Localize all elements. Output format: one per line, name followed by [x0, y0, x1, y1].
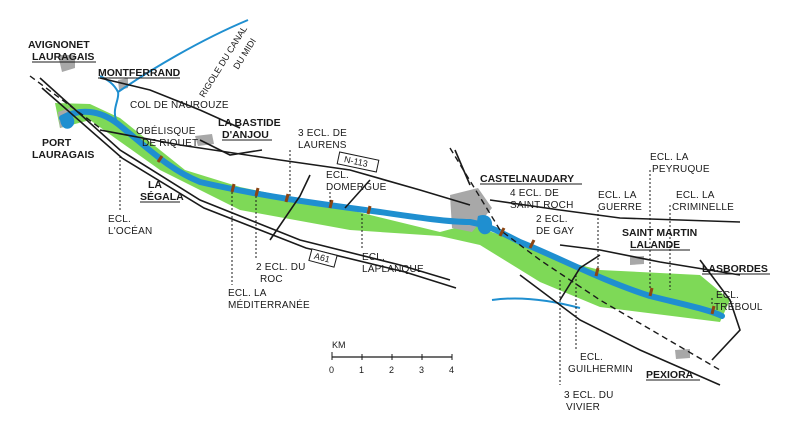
scale-tick-2: 2	[389, 365, 394, 375]
label-pexiora: PEXIORA	[646, 369, 694, 381]
road-local-3	[559, 254, 601, 301]
road-local-2	[344, 179, 371, 209]
label-lauragais: LAURAGAIS	[32, 51, 94, 63]
label-criminelle-1: ECL. LA	[676, 190, 715, 201]
autoroute-a61-b	[41, 87, 457, 289]
label-criminelle-2: CRIMINELLE	[672, 202, 734, 213]
side-stream	[491, 297, 581, 309]
road-label-a61: A61	[308, 248, 338, 268]
label-laurens-2: LAURENS	[298, 140, 347, 151]
urban-avignonet	[58, 55, 75, 72]
road-label-n113: N-113	[336, 151, 380, 173]
label-med-1: ECL. LA	[228, 288, 267, 299]
label-guerre-1: ECL. LA	[598, 190, 637, 201]
lock-domergue	[328, 199, 334, 209]
label-vivier-2: VIVIER	[566, 402, 600, 413]
railway-west	[29, 75, 101, 129]
label-montferrand: MONTFERRAND	[98, 67, 181, 79]
road-east-1	[489, 199, 741, 223]
castelnaudary-basin	[477, 214, 493, 235]
autoroute-a61	[39, 77, 451, 281]
label-domergue-2: DOMERGUE	[326, 182, 387, 193]
label-lasbordes: LASBORDES	[702, 263, 768, 275]
label-laplanque-1: ECL.	[362, 252, 385, 263]
lock-laplanque	[366, 205, 372, 215]
roads	[39, 77, 741, 386]
label-ocean-2: L'OCÉAN	[108, 224, 152, 237]
urban-bastide	[195, 134, 214, 146]
label-laurens-1: 3 ECL. DE	[298, 128, 347, 139]
label-gay-2: DE GAY	[536, 226, 574, 237]
svg-text:A61: A61	[313, 251, 331, 265]
lock-treboul	[710, 305, 716, 315]
urban-pexiora	[675, 349, 690, 359]
label-saint-martin-1: SAINT MARTIN	[622, 227, 697, 239]
label-saint-martin-2: LALANDE	[630, 239, 680, 251]
scale-tick-0: 0	[329, 365, 334, 375]
lock-markers	[156, 155, 716, 315]
scale-tick-4: 4	[449, 365, 454, 375]
scale-tick-1: 1	[359, 365, 364, 375]
svg-text:N-113: N-113	[343, 154, 368, 169]
label-peyruque-1: ECL. LA	[650, 152, 689, 163]
road-local-1	[269, 174, 311, 241]
lock-saint-roch	[498, 227, 506, 237]
road-n113	[99, 129, 471, 206]
scale-tick-3: 3	[419, 365, 424, 375]
road-east-2	[559, 244, 741, 276]
label-la-segala-1: LA	[148, 179, 162, 191]
label-treboul-1: ECL.	[716, 290, 739, 301]
label-guerre-2: GUERRE	[598, 202, 642, 213]
label-obelisque-1: OBÉLISQUE	[136, 124, 196, 137]
road-lasbordes	[699, 259, 741, 361]
label-roc-1: 2 ECL. DU	[256, 262, 306, 273]
label-port-lauragais-2: LAURAGAIS	[32, 149, 94, 161]
label-gay-1: 2 ECL.	[536, 214, 568, 225]
lock-gay	[528, 239, 536, 249]
lock-mediterranee	[230, 183, 236, 193]
label-saintroch-1: 4 ECL. DE	[510, 188, 559, 199]
lock-ocean	[156, 155, 164, 163]
label-obelisque-2: DE RIQUET	[142, 138, 198, 149]
lock-peyruque	[648, 287, 654, 297]
label-saintroch-2: SAINT ROCH	[510, 200, 574, 211]
label-la-bastide-2: D'ANJOU	[222, 129, 269, 141]
label-ocean-1: ECL.	[108, 214, 131, 225]
label-la-bastide-1: LA BASTIDE	[218, 117, 281, 129]
label-la-segala-2: SÉGALA	[140, 190, 184, 203]
road-bastide	[199, 139, 263, 156]
label-laplanque-2: LAPLANQUE	[362, 264, 424, 275]
label-domergue-1: ECL.	[326, 170, 349, 181]
label-port-lauragais-1: PORT	[42, 137, 72, 149]
label-guilhermin-1: ECL.	[580, 352, 603, 363]
scale-unit: KM	[332, 340, 346, 350]
lock-laurens	[284, 193, 290, 203]
label-vivier-1: 3 ECL. DU	[564, 390, 614, 401]
scale-bar: KM 0 1 2 3 4	[329, 340, 454, 375]
label-guilhermin-2: GUILHERMIN	[568, 364, 633, 375]
label-med-2: MÉDITERRANÉE	[228, 298, 310, 311]
label-treboul-2: TRÉBOUL	[714, 300, 763, 313]
port-basin	[60, 114, 75, 129]
lock-guerre	[594, 267, 600, 277]
label-avignonet: AVIGNONET	[28, 39, 90, 51]
canal-line	[59, 108, 725, 319]
green-corridor	[55, 103, 730, 322]
label-roc-2: ROC	[260, 274, 283, 285]
label-castelnaudary: CASTELNAUDARY	[480, 173, 574, 185]
leader-lines	[119, 150, 713, 385]
road-montferrand	[99, 77, 241, 129]
railway	[449, 147, 721, 371]
label-col-naurouze: COL DE NAUROUZE	[130, 100, 229, 111]
lock-roc	[254, 187, 260, 197]
road-south	[519, 274, 721, 386]
label-peyruque-2: PEYRUQUE	[652, 164, 710, 175]
